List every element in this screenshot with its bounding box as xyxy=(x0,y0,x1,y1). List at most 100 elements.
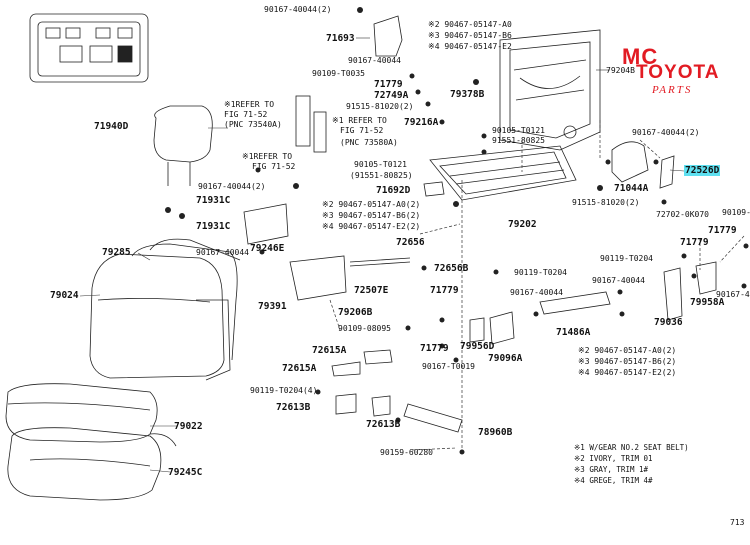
part-label[interactable]: 71779 xyxy=(420,343,449,354)
seat-back xyxy=(89,238,241,381)
part-label[interactable]: 79206B xyxy=(338,307,373,318)
seat-layout-icon xyxy=(29,13,149,83)
part-label[interactable]: 71779 xyxy=(430,285,459,296)
part-label[interactable]: 72613B xyxy=(276,402,311,413)
legend-item: ※4 GREGE, TRIM 4# xyxy=(574,476,653,485)
part-label[interactable]: 90119-T0204 xyxy=(514,268,567,277)
part-label[interactable]: 71931C xyxy=(196,195,231,206)
part-label[interactable]: 79036 xyxy=(654,317,683,328)
part-label[interactable]: 79391 xyxy=(258,301,287,312)
part-label[interactable]: 90167-T0019 xyxy=(422,362,475,371)
legend-item: ※3 GRAY, TRIM 1# xyxy=(574,465,649,474)
part-label[interactable]: 90167-40044 xyxy=(196,248,249,257)
part-label[interactable]: 90109- xyxy=(722,208,750,217)
part-label[interactable]: ※3 90467-05147-B6(2) xyxy=(578,357,677,366)
part-label[interactable]: (91551-80825) xyxy=(350,171,413,180)
part-label[interactable]: ※3 90467-05147-B6 xyxy=(428,31,512,40)
part-label[interactable]: 71044A xyxy=(614,183,649,194)
part-label[interactable]: 90119-T0204(4) xyxy=(250,386,318,395)
part-label[interactable]: 79202 xyxy=(508,219,537,230)
part-label[interactable]: 78960B xyxy=(478,427,513,438)
part-label[interactable]: 71486A xyxy=(556,327,591,338)
part-label[interactable]: 71692D xyxy=(376,185,411,196)
part-label[interactable]: 71779 xyxy=(708,225,737,236)
part-label[interactable]: 90167-40044(2) xyxy=(264,5,332,14)
part-label[interactable]: ※2 90467-05147-A0(2) xyxy=(578,346,677,355)
reference-note: (PNC 73580A) xyxy=(340,138,398,147)
part-label[interactable]: 79245C xyxy=(168,467,203,478)
part-label[interactable]: 79246E xyxy=(250,243,285,254)
reference-note: FIG 71-52 xyxy=(224,110,268,119)
headrest xyxy=(153,105,213,186)
part-label[interactable]: 90105-T0121 xyxy=(354,160,407,169)
part-label[interactable]: 91515-81020(2) xyxy=(346,102,414,111)
part-label[interactable]: 72702-0K070 xyxy=(656,210,709,219)
legend-item: ※1 W/GEAR NO.2 SEAT BELT) xyxy=(574,443,689,452)
part-label[interactable]: 72615A xyxy=(312,345,347,356)
watermark-logo-toyota: TOYOTA xyxy=(636,62,720,83)
part-label[interactable]: ※2 90467-05147-A0 xyxy=(428,20,512,29)
part-label[interactable]: 79956D xyxy=(460,341,495,352)
seatback-frame xyxy=(499,29,601,151)
part-label[interactable]: 79024 xyxy=(50,290,79,301)
part-label[interactable]: ※3 90467-05147-B6(2) xyxy=(322,211,421,220)
bar-71486A xyxy=(539,291,611,315)
bracket-71693 xyxy=(373,15,403,57)
part-label[interactable]: 90167-4 xyxy=(716,290,750,299)
part-label[interactable]: 79958A xyxy=(690,297,725,308)
cover-71044A xyxy=(611,141,649,183)
reference-note: FIG 71-52 xyxy=(252,162,296,171)
part-label[interactable]: 71779 xyxy=(680,237,709,248)
part-label[interactable]: 71931C xyxy=(196,221,231,232)
part-label[interactable]: 71940D xyxy=(94,121,129,132)
part-label[interactable]: 72656 xyxy=(396,237,425,248)
pad-72526D xyxy=(659,155,675,189)
part-label[interactable]: 91515-81020(2) xyxy=(572,198,640,207)
reference-note: ※1 REFER TO xyxy=(332,116,387,125)
part-label[interactable]: 72613B xyxy=(366,419,401,430)
part-label[interactable]: 72615A xyxy=(282,363,317,374)
reference-note: ※1REFER TO xyxy=(224,100,275,109)
part-label[interactable]: 72507E xyxy=(354,285,389,296)
part-label[interactable]: 72656B xyxy=(434,263,469,274)
part-label[interactable]: 90119-T0204 xyxy=(600,254,653,263)
part-label[interactable]: 71779 xyxy=(374,79,403,90)
part-label[interactable]: 90167-40044 xyxy=(510,288,563,297)
part-label[interactable]: 90105-T0121 xyxy=(492,126,545,135)
part-label[interactable]: 71693 xyxy=(326,33,355,44)
part-label[interactable]: 90167-40044(2) xyxy=(198,182,266,191)
part-label[interactable]: 90109-T0035 xyxy=(312,69,365,78)
part-label[interactable]: 90167-40044(2) xyxy=(632,128,700,137)
cushion-frame xyxy=(429,145,577,201)
part-label-highlighted[interactable]: 72526D xyxy=(684,165,721,176)
part-label[interactable]: 91551-80825 xyxy=(492,136,545,145)
part-label[interactable]: ※2 90467-05147-A0(2) xyxy=(322,200,421,209)
part-label[interactable]: 79216A xyxy=(404,117,439,128)
part-label[interactable]: 90167-40044 xyxy=(348,56,401,65)
part-label-selected[interactable]: 72526D xyxy=(684,165,721,176)
reference-note: FIG 71-52 xyxy=(340,126,384,135)
part-label[interactable]: 90109-08095 xyxy=(338,324,391,333)
reference-note: ※1REFER TO xyxy=(242,152,293,161)
seat-cushion xyxy=(5,383,177,501)
part-label[interactable]: 79204B xyxy=(606,66,635,75)
legend-item: ※2 IVORY, TRIM 01 xyxy=(574,454,653,463)
page-number: 713 xyxy=(730,518,745,527)
watermark-logo-mc: MC xyxy=(622,44,659,69)
recliner-79206B xyxy=(289,255,347,301)
reference-note: (PNC 73540A) xyxy=(224,120,282,129)
part-label[interactable]: 79096A xyxy=(488,353,523,364)
part-label[interactable]: 79378B xyxy=(450,89,485,100)
part-label[interactable]: ※4 90467-05147-E2(2) xyxy=(578,368,677,377)
part-label[interactable]: 90167-40044 xyxy=(592,276,645,285)
part-label[interactable]: ※4 90467-05147-E2(2) xyxy=(322,222,421,231)
part-label[interactable]: 72749A xyxy=(374,90,409,101)
plate-79246E xyxy=(243,203,289,245)
watermark-logo-parts: PARTS xyxy=(652,84,693,96)
part-label[interactable]: 90159-60280 xyxy=(380,448,433,457)
part-label[interactable]: 79285 xyxy=(102,247,131,258)
part-label[interactable]: 79022 xyxy=(174,421,203,432)
part-label[interactable]: ※4 90467-05147-E2 xyxy=(428,42,512,51)
